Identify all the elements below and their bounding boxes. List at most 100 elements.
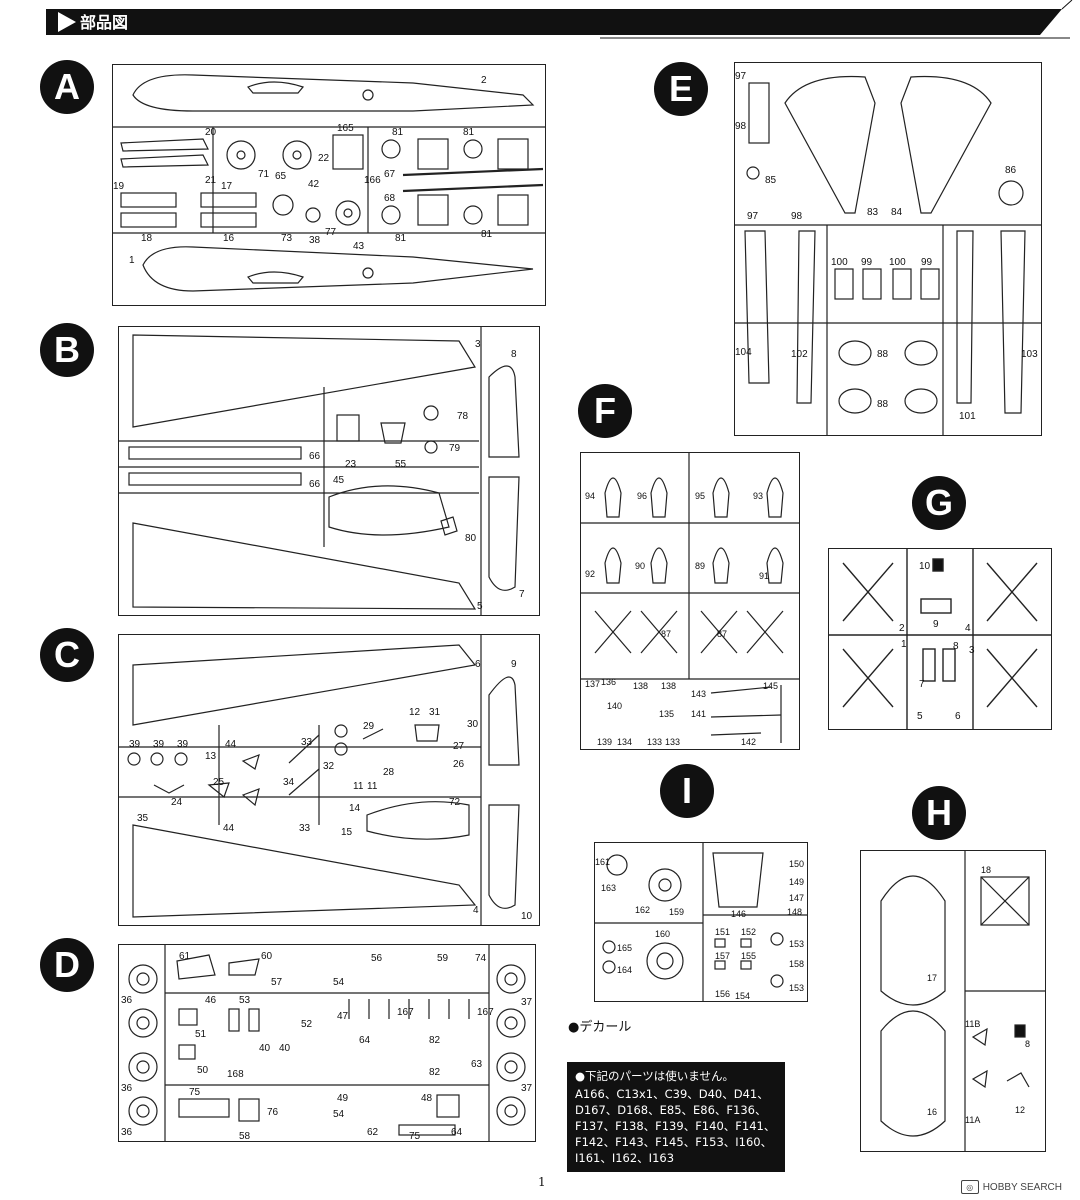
part-label: 163 bbox=[601, 883, 616, 893]
part-label: 11 bbox=[367, 781, 378, 792]
part-label: 137 bbox=[585, 679, 600, 689]
part-label: 155 bbox=[741, 951, 756, 961]
part-label: 83 bbox=[867, 207, 879, 218]
part-label: 80 bbox=[465, 533, 477, 544]
part-label: 36 bbox=[121, 1127, 133, 1138]
part-label: 65 bbox=[275, 171, 287, 182]
part-label: 66 bbox=[309, 451, 321, 462]
sprue-frame-a: 2 20 21 17 71 65 22 165 81 81 19 42 166 … bbox=[112, 64, 546, 306]
sprue-badge-e: E bbox=[654, 62, 708, 116]
part-label: 81 bbox=[463, 127, 475, 138]
part-label: 1 bbox=[129, 255, 135, 266]
part-label: 11B bbox=[965, 1019, 980, 1029]
part-label: 59 bbox=[437, 953, 449, 964]
part-label: 91 bbox=[759, 571, 769, 581]
part-label: 2 bbox=[899, 623, 905, 634]
unused-parts-title: ●下記のパーツは使いません。 bbox=[575, 1069, 734, 1083]
sprue-frame-b: 3 8 78 79 66 23 55 66 45 80 5 7 bbox=[118, 326, 540, 616]
part-label: 92 bbox=[585, 569, 595, 579]
part-label: 39 bbox=[177, 739, 189, 750]
part-label: 146 bbox=[731, 909, 746, 919]
part-label: 10 bbox=[919, 561, 931, 572]
part-label: 5 bbox=[477, 601, 483, 612]
part-label: 60 bbox=[261, 951, 273, 962]
part-label: 10 bbox=[521, 911, 533, 922]
part-label: 13 bbox=[205, 751, 217, 762]
part-label: 57 bbox=[271, 977, 283, 988]
part-label: 33 bbox=[301, 737, 313, 748]
part-label: 34 bbox=[283, 777, 295, 788]
part-label: 147 bbox=[789, 893, 804, 903]
part-label: 101 bbox=[959, 411, 976, 422]
sprue-badge-h: H bbox=[912, 786, 966, 840]
part-label: 88 bbox=[877, 349, 889, 360]
part-label: 6 bbox=[955, 711, 961, 722]
part-label: 39 bbox=[129, 739, 141, 750]
part-label: 164 bbox=[617, 965, 632, 975]
part-label: 82 bbox=[429, 1035, 441, 1046]
part-label: 72 bbox=[449, 797, 461, 808]
part-label: 102 bbox=[791, 349, 808, 360]
part-label: 46 bbox=[205, 995, 217, 1006]
part-label: 87 bbox=[717, 629, 727, 639]
part-label: 79 bbox=[449, 443, 461, 454]
part-label: 167 bbox=[397, 1007, 414, 1018]
watermark-text: HOBBY SEARCH bbox=[982, 1181, 1062, 1193]
part-label: 85 bbox=[765, 175, 777, 186]
part-label: 145 bbox=[763, 681, 778, 691]
sprue-frame-g: 10 2 9 4 1 8 3 7 5 6 bbox=[828, 548, 1052, 730]
part-label: 43 bbox=[353, 241, 365, 252]
part-label: 25 bbox=[213, 777, 225, 788]
part-label: 81 bbox=[395, 233, 407, 244]
sprue-frame-f: 94 96 95 93 92 90 89 91 87 87 137 136 13… bbox=[580, 452, 800, 750]
part-label: 51 bbox=[195, 1029, 207, 1040]
part-label: 84 bbox=[891, 207, 903, 218]
part-label: 165 bbox=[337, 123, 354, 134]
part-label: 165 bbox=[617, 943, 632, 953]
sprue-a-drawing: 2 20 21 17 71 65 22 165 81 81 19 42 166 … bbox=[113, 74, 545, 292]
part-label: 93 bbox=[753, 491, 763, 501]
part-label: 94 bbox=[585, 491, 595, 501]
part-label: 18 bbox=[141, 233, 153, 244]
part-label: 152 bbox=[741, 927, 756, 937]
part-label: 56 bbox=[371, 953, 383, 964]
part-label: 44 bbox=[225, 739, 237, 750]
part-label: 29 bbox=[363, 721, 375, 732]
part-label: 24 bbox=[171, 797, 183, 808]
part-label: 63 bbox=[471, 1059, 483, 1070]
part-label: 140 bbox=[607, 701, 622, 711]
part-label: 168 bbox=[227, 1069, 244, 1080]
part-label: 37 bbox=[521, 1083, 533, 1094]
part-label: 104 bbox=[735, 347, 752, 358]
part-label: 52 bbox=[301, 1019, 313, 1030]
part-label: 35 bbox=[137, 813, 149, 824]
part-label: 75 bbox=[409, 1131, 421, 1141]
part-label: 97 bbox=[747, 211, 759, 222]
part-label: 96 bbox=[637, 491, 647, 501]
sprue-badge-c: C bbox=[40, 628, 94, 682]
sprue-badge-d: D bbox=[40, 938, 94, 992]
part-label: 37 bbox=[521, 997, 533, 1008]
part-label: 71 bbox=[258, 169, 270, 180]
part-label: 98 bbox=[735, 121, 747, 132]
part-label: 12 bbox=[1015, 1105, 1025, 1115]
sprue-badge-b: B bbox=[40, 323, 94, 377]
part-label: 15 bbox=[341, 827, 353, 838]
part-label: 48 bbox=[421, 1093, 433, 1104]
part-label: 33 bbox=[299, 823, 311, 834]
part-label: 67 bbox=[384, 169, 396, 180]
part-label: 26 bbox=[453, 759, 465, 770]
part-label: 166 bbox=[364, 175, 381, 186]
part-label: 64 bbox=[451, 1127, 463, 1138]
sprue-frame-h: 18 17 11B 8 16 11A 12 bbox=[860, 850, 1046, 1152]
part-label: 54 bbox=[333, 1109, 345, 1120]
sprue-h-drawing: 18 17 11B 8 16 11A 12 bbox=[880, 851, 1045, 1151]
part-label: 76 bbox=[267, 1107, 279, 1118]
sprue-b-drawing: 3 8 78 79 66 23 55 66 45 80 5 7 bbox=[119, 327, 525, 615]
part-label: 90 bbox=[635, 561, 645, 571]
part-label: 17 bbox=[927, 973, 937, 983]
part-label: 7 bbox=[919, 679, 925, 690]
part-label: 153 bbox=[789, 983, 804, 993]
part-label: 39 bbox=[153, 739, 165, 750]
page-title: 部品図 bbox=[80, 13, 129, 32]
